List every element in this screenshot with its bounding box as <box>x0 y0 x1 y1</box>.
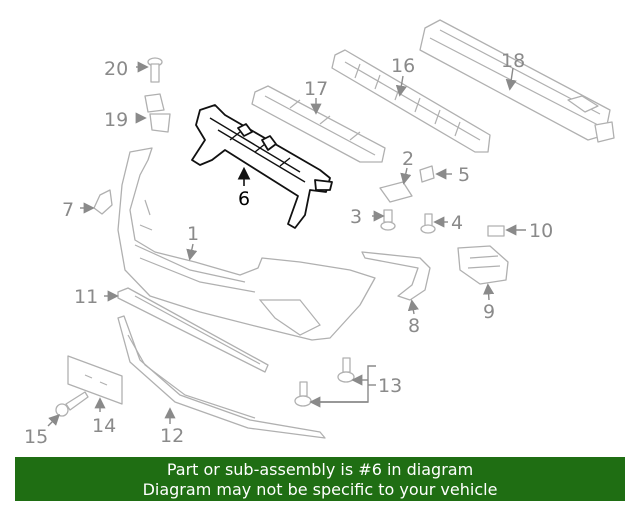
callout-11: 11 <box>74 286 98 308</box>
callout-6: 6 <box>238 188 250 210</box>
part-8-trim <box>361 251 431 301</box>
callout-9: 9 <box>483 301 495 323</box>
callout-15: 15 <box>24 426 48 448</box>
part-14-plate-bracket <box>67 355 123 405</box>
banner-line-1: Part or sub-assembly is #6 in diagram <box>166 460 474 479</box>
part-2-bracket <box>379 181 413 203</box>
info-banner: Part or sub-assembly is #6 in diagram Di… <box>15 457 625 501</box>
callout-8: 8 <box>408 315 420 337</box>
part-20-screw <box>147 57 163 83</box>
callout-14: 14 <box>92 415 116 437</box>
callout-1: 1 <box>187 223 199 245</box>
callout-12: 12 <box>160 425 184 447</box>
part-1-bumper-cover <box>117 147 376 341</box>
callout-2: 2 <box>402 148 414 170</box>
callout-5: 5 <box>458 164 470 186</box>
callout-20: 20 <box>104 58 128 80</box>
callout-4: 4 <box>451 212 463 234</box>
callout-17: 17 <box>304 78 328 100</box>
callout-16: 16 <box>391 55 415 77</box>
part-5-clip <box>419 165 435 183</box>
parts-diagram: 20 19 17 16 18 2 5 3 4 10 7 1 6 8 9 11 1… <box>24 19 615 448</box>
part-17-energy-absorber <box>251 85 386 163</box>
callout-7: 7 <box>62 199 74 221</box>
part-15-screw <box>55 391 89 417</box>
banner-line-2: Diagram may not be specific to your vehi… <box>142 480 498 499</box>
part-9-fog-bezel <box>457 245 509 285</box>
callout-10: 10 <box>529 220 553 242</box>
part-12-lower-lip <box>117 315 326 439</box>
part-10-clip <box>487 225 505 237</box>
part-19-bracket <box>144 93 171 133</box>
part-13-bolts <box>294 357 355 407</box>
part-7-clip <box>93 189 113 215</box>
callout-19: 19 <box>104 109 128 131</box>
callout-13: 13 <box>378 375 402 397</box>
callout-3: 3 <box>350 206 362 228</box>
part-4-clip <box>420 213 436 234</box>
part-3-bolt <box>380 209 396 231</box>
callout-18: 18 <box>501 50 525 72</box>
leader-lines <box>47 61 526 427</box>
part-6-bumper-bracket <box>191 104 333 229</box>
